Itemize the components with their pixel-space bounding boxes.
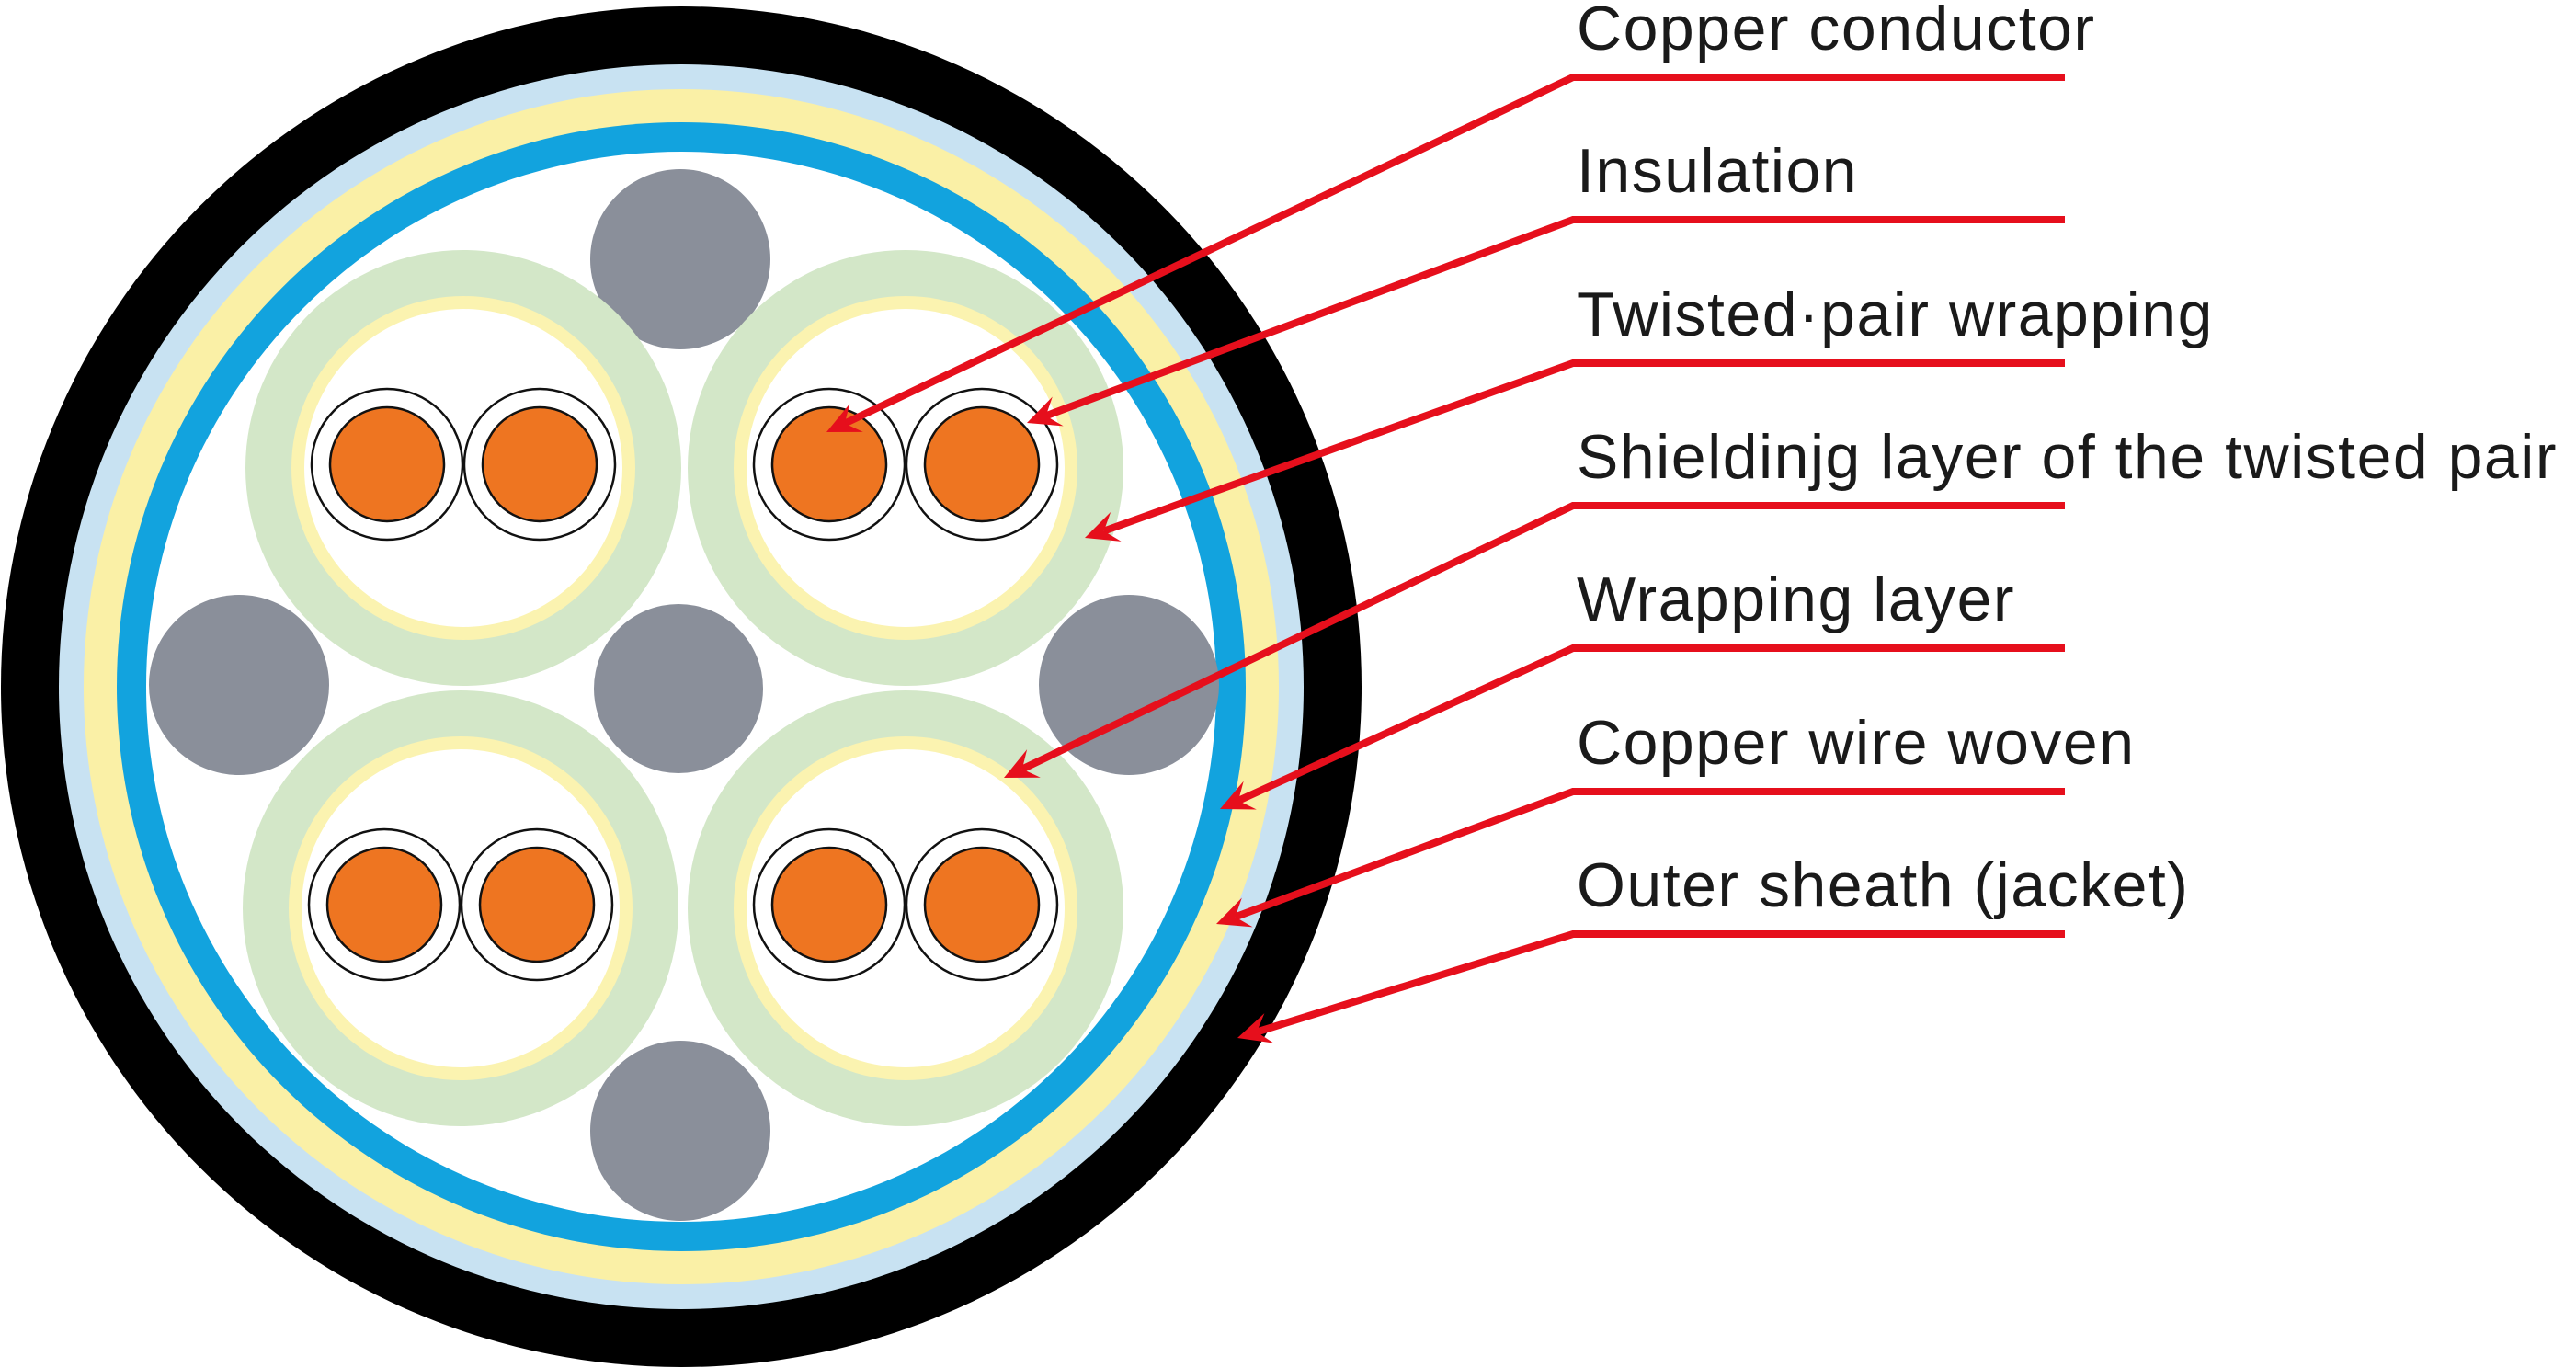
leader-line: [1044, 216, 2065, 420]
leader-line: [1102, 359, 2065, 535]
arrowhead-icon: [826, 404, 863, 432]
twisted-pair: [243, 690, 678, 1126]
arrowhead-icon: [1216, 897, 1253, 928]
label-wrapping-layer: Wrapping layer: [1577, 564, 2015, 634]
copper-conductor: [770, 405, 888, 523]
leader-line: [1255, 930, 2065, 1036]
leader-copper-wire-woven: [1216, 788, 2065, 928]
leader-wrapping-layer: [1220, 644, 2065, 810]
label-copper-conductor: Copper conductor: [1577, 0, 2096, 63]
copper-conductor: [478, 846, 596, 963]
leader-line: [1234, 788, 2065, 921]
leader-copper-conductor: [826, 74, 2065, 432]
copper-conductor: [325, 846, 443, 963]
arrowhead-icon: [1085, 511, 1122, 542]
filler-rod: [590, 169, 770, 349]
label-twisted-pair-wrapping: Twisted·pair wrapping: [1577, 279, 2214, 349]
filler-rod: [1039, 595, 1219, 775]
leader-insulation: [1027, 216, 2065, 427]
copper-conductor: [328, 405, 446, 523]
leader-twisted-pair-wrapping: [1085, 359, 2065, 542]
filler-rods: [149, 169, 1219, 1221]
leader-line: [1020, 502, 2065, 773]
filler-rod: [590, 1041, 770, 1221]
copper-conductor: [481, 405, 598, 523]
cable-cross-section: [1, 6, 1362, 1367]
filler-rod: [594, 604, 763, 773]
copper-conductor: [923, 846, 1041, 963]
leader-line: [1237, 644, 2065, 804]
arrowhead-icon: [1027, 396, 1064, 427]
leader-outer-sheath: [1237, 930, 2065, 1043]
label-insulation: Insulation: [1577, 136, 1858, 206]
label-outer-sheath: Outer sheath (jacket): [1577, 850, 2189, 920]
twisted-pair: [688, 690, 1123, 1126]
arrowhead-icon: [1237, 1013, 1274, 1043]
label-copper-wire-woven: Copper wire woven: [1577, 708, 2136, 778]
twisted-pairs: [243, 250, 1123, 1126]
filler-rod: [149, 595, 329, 775]
arrowhead-icon: [1004, 749, 1041, 778]
label-twisted-pair-shielding: Shieldinjg layer of the twisted pair: [1577, 422, 2558, 492]
twisted-pair: [245, 250, 681, 686]
copper-conductor: [770, 846, 888, 963]
leader-line: [843, 74, 2065, 428]
leader-twisted-pair-shielding: [1004, 502, 2065, 778]
arrowhead-icon: [1220, 781, 1257, 810]
twisted-pair: [688, 250, 1123, 686]
copper-conductor: [923, 405, 1041, 523]
leader-lines: [826, 74, 2065, 1043]
